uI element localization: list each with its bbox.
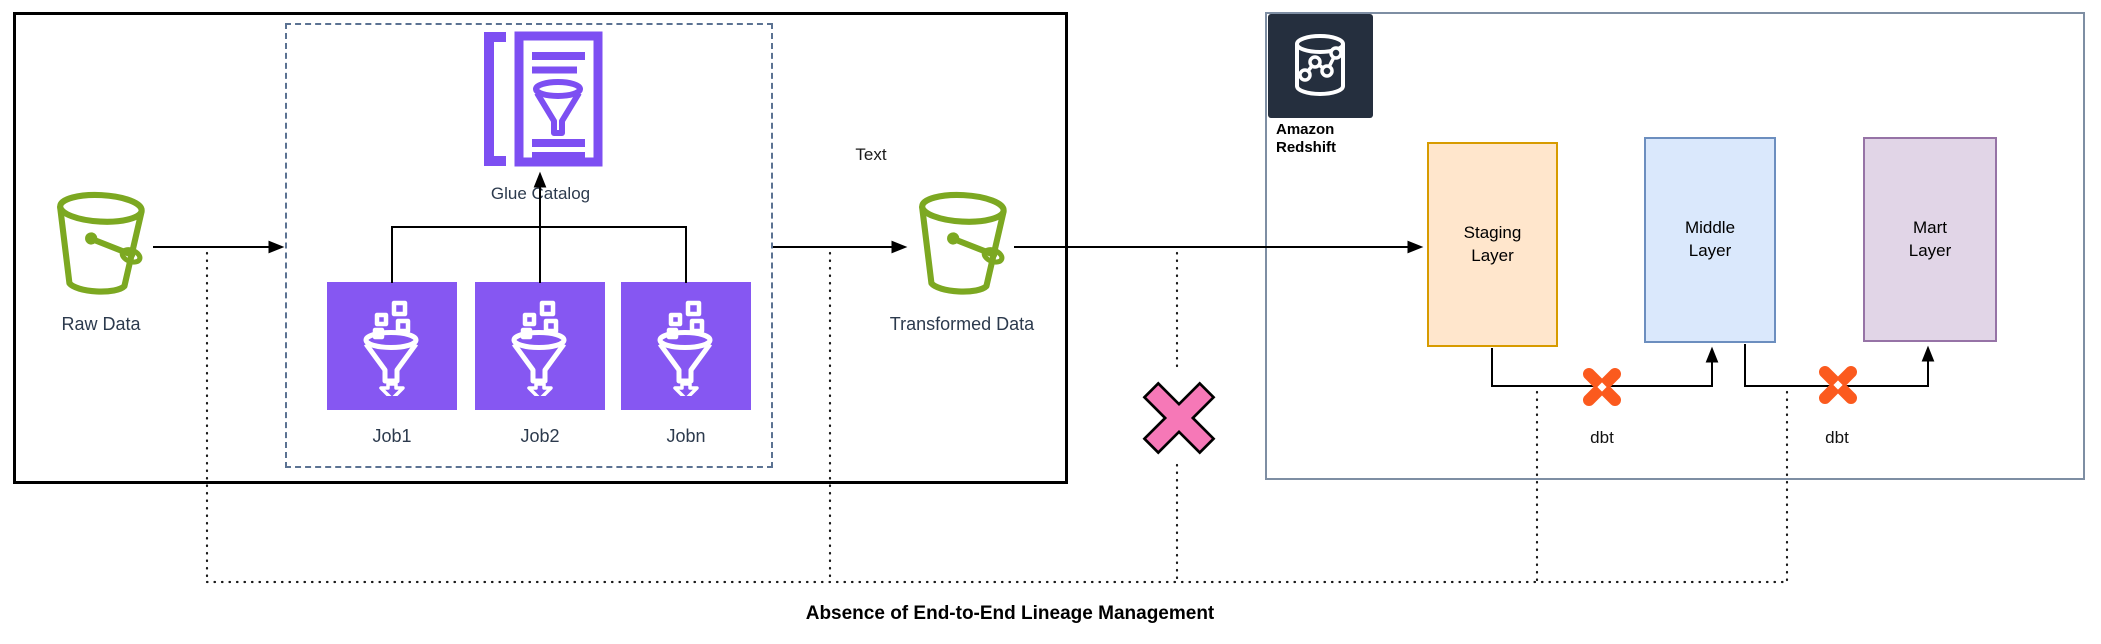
job1-label: Job1 [372, 426, 412, 446]
mart-layer-box: Mart Layer [1863, 137, 1997, 342]
mart-layer-label: Mart Layer [1908, 217, 1952, 260]
amazon-redshift-label: Amazon Redshift [1276, 121, 1336, 156]
glue-job-icon [511, 300, 567, 396]
dbt-label: dbt [1590, 428, 1614, 447]
glue-jobn-box [621, 282, 751, 410]
glue-catalog-icon [484, 31, 603, 167]
bucket-handle-knob [85, 232, 98, 245]
raw-data-bucket-icon [57, 191, 145, 295]
middle-layer-box: Middle Layer [1644, 137, 1776, 343]
glue-catalog-label: Glue Catalog [490, 184, 591, 203]
job2-label: Job2 [520, 426, 560, 446]
dbt-icon [1583, 368, 1621, 406]
middle-layer-label: Middle Layer [1684, 218, 1736, 260]
staging-layer-box: Staging Layer [1427, 142, 1558, 347]
jobn-label: Jobn [666, 426, 706, 446]
transformed-data-bucket-icon [919, 191, 1007, 295]
raw-data-label: Raw Data [61, 314, 141, 334]
glue-job-icon [657, 300, 713, 396]
glue-job2-box [475, 282, 605, 410]
dbt-label: dbt [1825, 428, 1849, 447]
transformed-data-label: Transformed Data [889, 314, 1035, 334]
glue-job-icon [363, 300, 419, 396]
broken-lineage-x-icon [1142, 381, 1216, 455]
amazon-redshift-icon [1268, 14, 1373, 118]
text-annotation: Text [855, 145, 887, 164]
glue-jobs-dashed-group [285, 23, 773, 468]
dbt-icon [1819, 366, 1857, 404]
staging-layer-label: Staging Layer [1463, 222, 1522, 265]
glue-job1-box [327, 282, 457, 410]
bucket-handle-knob [947, 232, 960, 245]
diagram-title: Absence of End-to-End Lineage Management [805, 603, 1215, 624]
